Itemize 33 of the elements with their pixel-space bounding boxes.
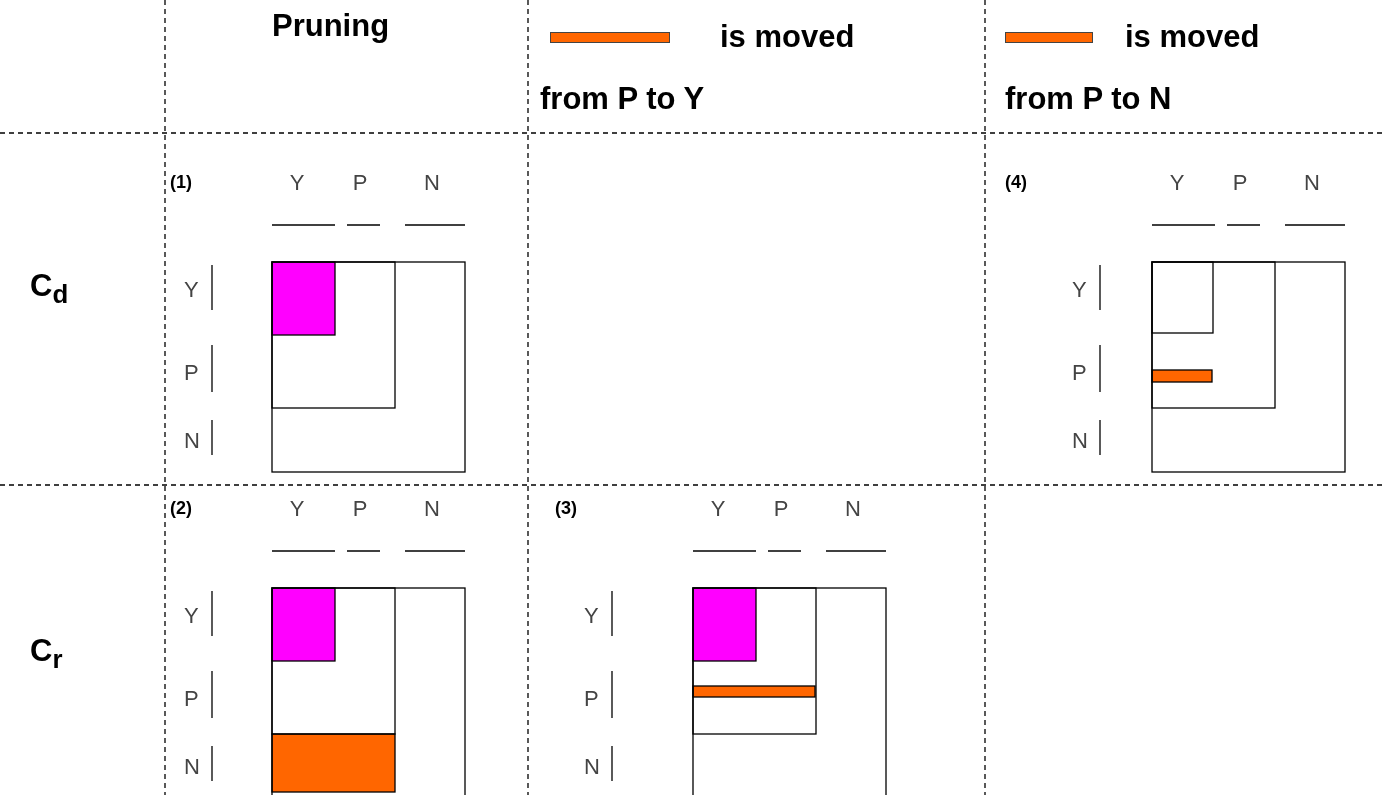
row-label: N — [1072, 428, 1088, 454]
row-label: Y — [1072, 277, 1087, 303]
column-label: Y — [289, 496, 305, 522]
column-label: N — [1304, 170, 1320, 196]
column-label: N — [424, 170, 440, 196]
row-label: P — [584, 686, 599, 712]
row-label: N — [184, 754, 200, 780]
column-label: P — [352, 496, 368, 522]
column-label: Y — [289, 170, 305, 196]
panel-number: (4) — [1005, 172, 1027, 193]
row-header: C$_{d}$ — [30, 268, 69, 310]
column-label: P — [1232, 170, 1248, 196]
column-header: Pruning — [272, 8, 390, 44]
legend-text: is moved from P to Y — [540, 18, 856, 118]
column-label: Y — [1169, 170, 1185, 196]
panel-number: (1) — [170, 172, 192, 193]
row-label: Y — [584, 603, 599, 629]
row-label: Y — [184, 277, 199, 303]
column-label: Y — [710, 496, 726, 522]
row-label: N — [184, 428, 200, 454]
legend-text: is moved from P to N — [1005, 18, 1261, 118]
column-label: P — [773, 496, 789, 522]
row-label: N — [584, 754, 600, 780]
panel-number: (3) — [555, 498, 577, 519]
column-label: P — [352, 170, 368, 196]
column-label: N — [424, 496, 440, 522]
column-label: N — [845, 496, 861, 522]
row-header: C$_{r}$ — [30, 633, 63, 675]
row-label: P — [1072, 360, 1087, 386]
row-label: P — [184, 360, 199, 386]
row-label: Y — [184, 603, 199, 629]
panel-number: (2) — [170, 498, 192, 519]
row-label: P — [184, 686, 199, 712]
